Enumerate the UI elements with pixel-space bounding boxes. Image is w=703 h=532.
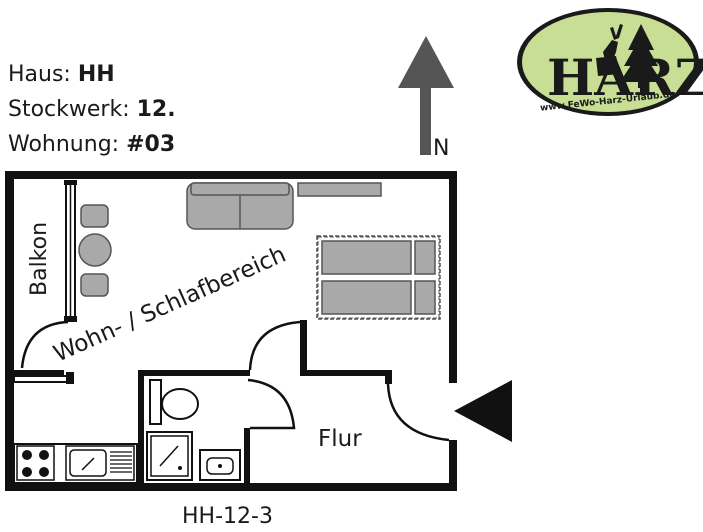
info-stockwerk-value: 12. [136,97,176,122]
north-arrow-icon [398,36,454,155]
logo-text-content: HARZ [547,48,703,107]
living-door [248,320,301,371]
entrance-arrow-icon [454,380,512,442]
info-wohnung-label: Wohnung: [8,132,127,157]
harz-logo: HARZ www.FeWo-Harz-Urlaub.de [517,8,703,116]
stove-icon [16,445,55,481]
info-wohnung-value: #03 [126,132,176,157]
kitchen-counter [13,443,138,484]
logo-text: HARZ [547,48,703,107]
toilet-icon [149,379,199,425]
balcony-threshold [13,372,74,384]
balcony-door [20,320,69,369]
sofa [186,182,294,230]
entrance-door [386,383,450,442]
plan-id: HH-12-3 [182,504,273,529]
dining-table [78,204,112,297]
info-haus: Haus: HH [8,64,115,86]
info-haus-label: Haus: [8,62,78,87]
info-wohnung: Wohnung: #03 [8,134,175,156]
shower-icon [146,431,193,481]
room-label-balkon: Balkon [27,222,52,296]
double-bed [316,235,441,320]
info-haus-value: HH [77,62,115,87]
compass-label: N [433,136,449,161]
fir-tree-icon [620,24,662,88]
walls [5,171,457,491]
info-stockwerk-label: Stockwerk: [8,97,137,122]
kitchen-sink-icon [65,445,135,481]
info-stockwerk: Stockwerk: 12. [8,99,176,121]
sideboard [297,182,382,197]
deer-icon [596,24,623,76]
room-label-flur: Flur [318,426,362,452]
bath-door [247,378,296,430]
balcony-window [64,180,77,322]
washbasin-icon [199,449,241,481]
